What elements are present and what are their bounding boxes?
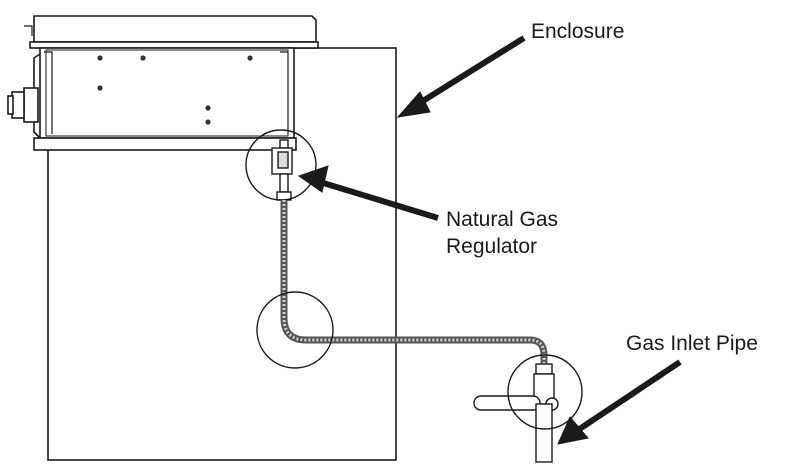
regulator-label-line2: Regulator <box>446 235 538 258</box>
enclosure-label: Enclosure <box>531 20 625 43</box>
heater-bolts <box>97 55 253 125</box>
pipe-bend-callout-circle <box>256 291 334 369</box>
regulator-label: Natural Gas Regulator <box>446 206 558 260</box>
callout-arrows <box>297 35 682 445</box>
inlet-arrowhead <box>557 416 589 445</box>
enclosure-arrow <box>416 35 526 107</box>
heater-unit <box>7 15 319 151</box>
regulator-valve <box>271 139 293 201</box>
inlet-label: Gas Inlet Pipe <box>626 332 758 355</box>
inlet-arrow <box>576 359 682 433</box>
regulator-arrow <box>319 179 439 221</box>
regulator-arrowhead <box>297 165 329 193</box>
gas-pipe-inner <box>282 200 546 365</box>
enclosure-arrowhead <box>396 91 431 118</box>
inlet-callout-circle <box>507 354 583 430</box>
inlet-valve <box>473 363 559 463</box>
heater-brackets <box>24 25 289 134</box>
regulator-label-line1: Natural Gas <box>446 208 559 231</box>
